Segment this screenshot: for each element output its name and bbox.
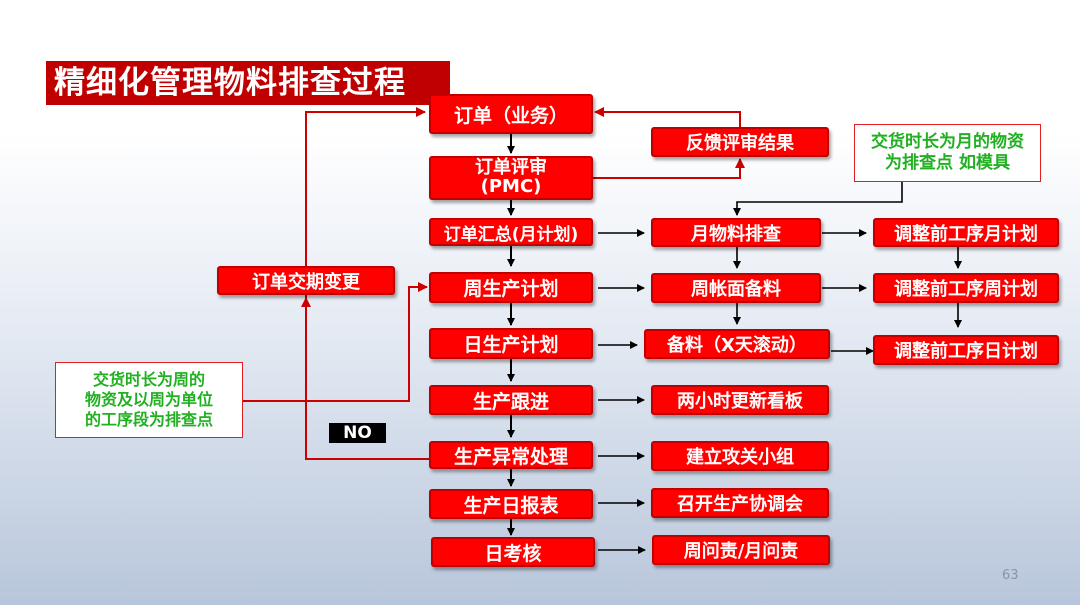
task-force: 建立攻关小组 [651,441,829,471]
material-prep-rolling: 备料（X天滚动） [644,329,830,359]
flow-exception-handling: 生产异常处理 [429,441,593,469]
flow-order-summary: 订单汇总(月计划) [429,218,593,246]
flow-order-sales: 订单（业务） [429,94,593,134]
accountability: 周问责/月问责 [652,535,830,565]
coordination-meeting: 召开生产协调会 [651,488,829,518]
no-label: NO [329,423,386,443]
page-title: 精细化管理物料排查过程 [46,61,450,105]
monthly-material-check: 月物料排查 [651,218,821,247]
kanban-update: 两小时更新看板 [651,385,829,415]
flow-weekly-plan: 周生产计划 [429,272,593,303]
delivery-date-change: 订单交期变更 [217,266,395,295]
flow-daily-report: 生产日报表 [429,489,593,519]
weekly-book-prep: 周帐面备料 [651,273,821,303]
adjust-weekly-plan: 调整前工序周计划 [873,273,1059,303]
side-arrows [598,182,962,554]
flow-daily-plan: 日生产计划 [429,328,593,359]
note-weekly-checkpoint: 交货时长为周的 物资及以周为单位 的工序段为排查点 [55,362,243,438]
feedback-review-result: 反馈评审结果 [651,127,829,157]
page-number: 63 [1002,568,1019,583]
flow-order-review: 订单评审 (PMC) [429,156,593,200]
note-monthly-checkpoint: 交货时长为月的物资 为排查点 如模具 [854,124,1041,182]
flow-production-follow: 生产跟进 [429,385,593,415]
adjust-daily-plan: 调整前工序日计划 [873,335,1059,365]
flow-daily-assessment: 日考核 [431,537,595,567]
adjust-monthly-plan: 调整前工序月计划 [873,218,1059,247]
